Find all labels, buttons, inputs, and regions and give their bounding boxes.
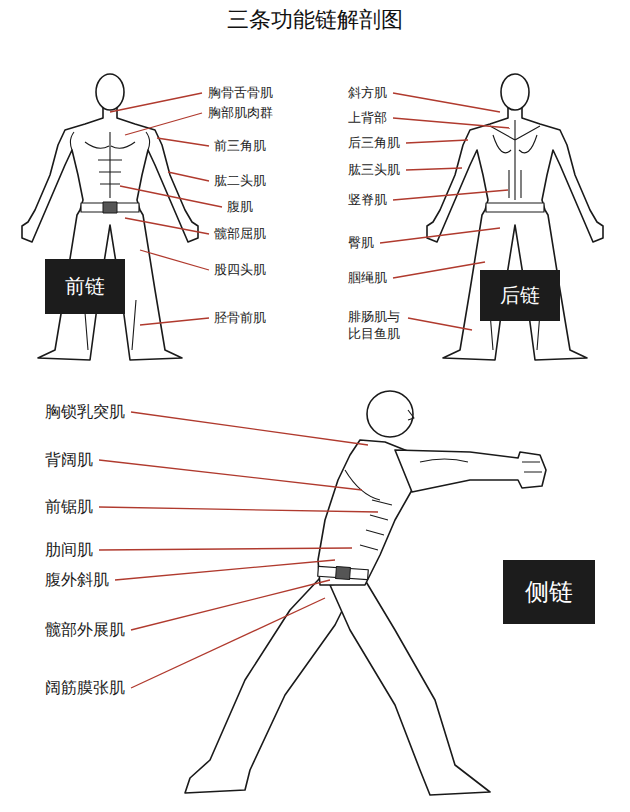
chain-name: 后链: [500, 282, 540, 309]
belt: [318, 566, 369, 579]
belt: [81, 203, 139, 212]
leader-line: [120, 186, 222, 207]
head: [96, 74, 124, 110]
muscle-label: 髋部外展肌: [45, 620, 125, 641]
title: 三条功能链解剖图: [227, 5, 403, 35]
muscle-label: 腹外斜肌: [45, 570, 109, 591]
face-line: [408, 410, 414, 420]
muscle-label: 腓肠肌与 比目鱼肌: [348, 309, 406, 343]
belt-buckle: [336, 567, 351, 580]
leader-line: [131, 598, 325, 688]
muscle-label: 后三角肌: [348, 135, 400, 152]
leader-line: [131, 412, 368, 445]
leader-line: [99, 460, 362, 490]
muscle-label: 肱二头肌: [214, 173, 266, 190]
muscle-label: 上背部: [348, 110, 387, 127]
leader-line: [125, 113, 202, 135]
chain-tag: 前链: [45, 259, 125, 314]
head: [501, 74, 529, 110]
front-leg: [330, 580, 490, 795]
side-figure: [185, 391, 546, 795]
belt: [486, 203, 544, 212]
muscle-label: 髋部屈肌: [214, 226, 266, 243]
muscle-label: 竖脊肌: [348, 192, 387, 209]
leader-lines: [99, 93, 510, 688]
muscle-label: 胸锁乳突肌: [45, 402, 125, 423]
leader-line: [131, 580, 330, 630]
leader-line: [380, 228, 500, 243]
leader-line: [99, 507, 378, 512]
muscle-label: 肱三头肌: [348, 162, 400, 179]
muscle-label: 胫骨前肌: [214, 310, 266, 327]
muscle-label: 臀肌: [348, 235, 374, 252]
muscle-label: 肋间肌: [45, 540, 93, 561]
leader-line: [168, 172, 209, 181]
head: [367, 391, 413, 437]
leader-line: [393, 190, 508, 200]
muscle-label: 胸部肌肉群: [208, 105, 273, 122]
chain-name: 前链: [65, 273, 105, 300]
leader-line: [393, 118, 510, 128]
muscle-label: 前锯肌: [45, 497, 93, 518]
leader-line: [125, 218, 209, 234]
belt-buckle: [103, 202, 117, 213]
punching-arm: [395, 450, 546, 492]
chain-tag: 后链: [480, 270, 560, 321]
torso: [318, 440, 412, 585]
leader-line: [393, 93, 500, 112]
back-figure: [427, 74, 603, 360]
chain-name: 侧链: [525, 576, 573, 608]
muscle-label: 背阔肌: [45, 450, 93, 471]
leader-line: [110, 93, 202, 112]
chain-tag: 侧链: [503, 560, 595, 624]
muscle-label: 斜方肌: [348, 85, 387, 102]
leader-line: [140, 318, 209, 325]
leader-line: [99, 548, 352, 550]
leader-line: [140, 250, 209, 270]
muscle-lines: [70, 132, 149, 350]
leader-line: [157, 138, 209, 146]
leader-line: [115, 560, 335, 580]
muscle-label: 胸骨舌骨肌: [208, 85, 273, 102]
muscle-label: 阔筋膜张肌: [45, 678, 125, 699]
leader-line: [406, 168, 462, 170]
muscle-label: 前三角肌: [214, 138, 266, 155]
muscle-label: 股四头肌: [214, 262, 266, 279]
torso-lines: [345, 470, 392, 550]
muscle-label: 腹肌: [227, 199, 253, 216]
front-figure: [22, 74, 198, 360]
arm-lines: [420, 459, 542, 472]
leader-line: [406, 140, 468, 143]
leader-line: [408, 318, 472, 330]
leader-line: [393, 262, 485, 278]
muscle-label: 腘绳肌: [348, 270, 387, 287]
